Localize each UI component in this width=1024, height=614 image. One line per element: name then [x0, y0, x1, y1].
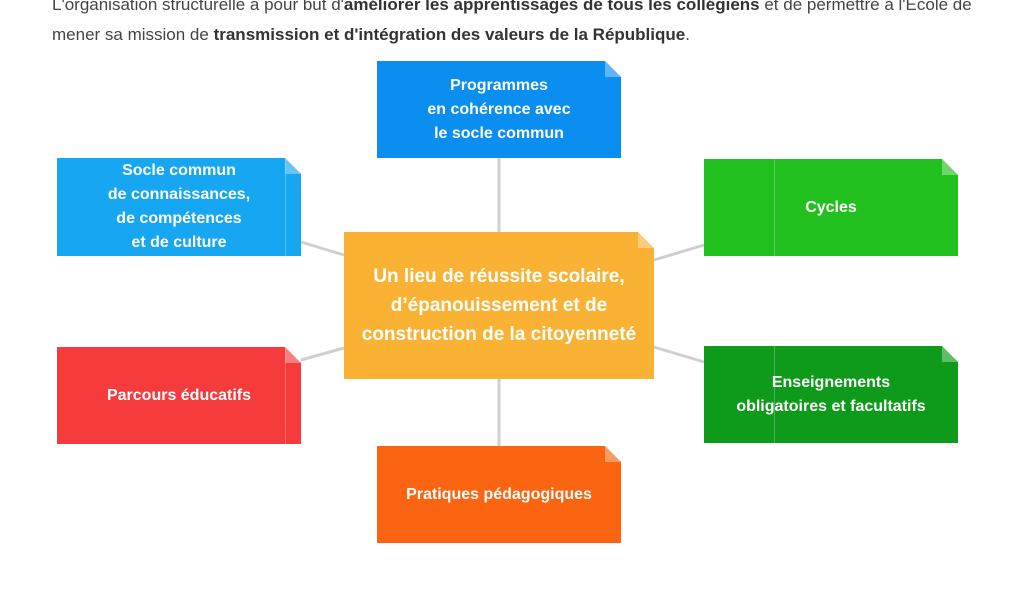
connector-socle — [300, 240, 345, 257]
node-center-label: Un lieu de réussite scolaire, d’épanouis… — [361, 266, 637, 345]
box-segment — [285, 347, 286, 444]
box-segment — [774, 346, 775, 443]
node-socle-commun: Socle commun de connaissances, de compét… — [57, 158, 301, 256]
intro-line-2-text: mener sa mission de — [52, 25, 214, 44]
intro-line-2-bold: transmission et d'intégration des valeur… — [213, 25, 686, 44]
intro-line-1-text: L'organisation structurelle a pour but d… — [52, 0, 344, 14]
node-cycles: Cycles — [704, 159, 958, 256]
intro-line-1: L'organisation structurelle a pour but d… — [52, 0, 1024, 20]
connector-enseignements — [653, 345, 705, 364]
node-parcours-educatifs: Parcours éducatifs — [57, 347, 301, 444]
connector-parcours — [300, 346, 345, 362]
node-programmes: Programmes en cohérence avec le socle co… — [377, 61, 621, 158]
box-segment — [774, 159, 775, 256]
node-socle-commun-label: Socle commun de connaissances, de compét… — [107, 162, 251, 251]
intro-line-1-suffix: et de permettre à l'École de — [759, 0, 972, 14]
box-segment — [285, 158, 286, 256]
node-enseignements: Enseignements obligatoires et facultatif… — [704, 346, 958, 443]
node-parcours-educatifs-label: Parcours éducatifs — [106, 386, 252, 404]
intro-text: L'organisation structurelle a pour but d… — [52, 0, 1024, 50]
intro-line-2-suffix: . — [685, 25, 690, 44]
node-center: Un lieu de réussite scolaire, d’épanouis… — [344, 232, 654, 379]
intro-line-2: mener sa mission de transmission et d'in… — [52, 20, 1024, 50]
node-enseignements-label: Enseignements obligatoires et facultatif… — [736, 373, 926, 415]
intro-line-1-bold: améliorer les apprentissages de tous les… — [343, 0, 760, 14]
node-programmes-label: Programmes en cohérence avec le socle co… — [427, 76, 571, 142]
node-pratiques-pedagogiques: Pratiques pédagogiques — [377, 446, 621, 543]
connector-cycles — [653, 243, 705, 262]
node-pratiques-pedagogiques-label: Pratiques pédagogiques — [406, 485, 592, 503]
node-cycles-label: Cycles — [805, 198, 857, 216]
